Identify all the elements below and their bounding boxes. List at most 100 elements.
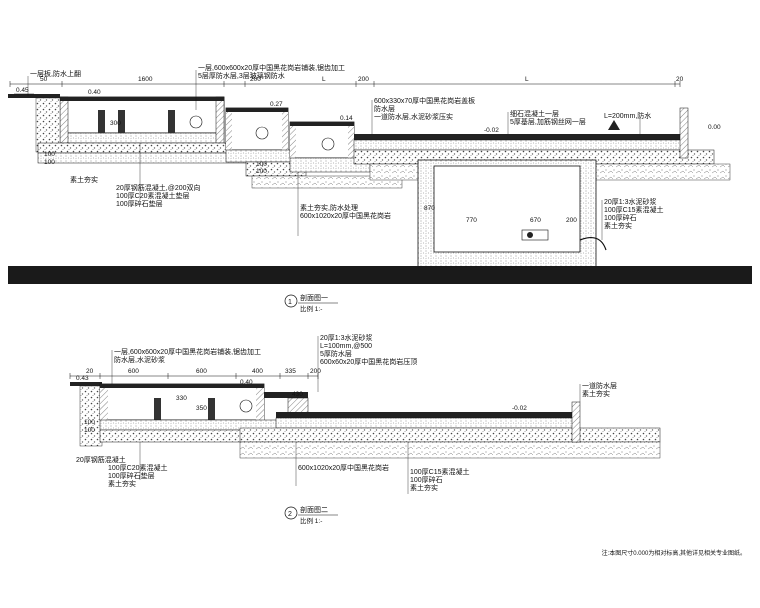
s1-title-block: 1 剖面图一 比例 1:-: [284, 293, 338, 313]
s2-dim-misc-1: 350: [196, 405, 207, 412]
s1-dim-4: 200: [358, 76, 369, 83]
s1-dim-misc-1: 100: [44, 159, 55, 166]
s1-label-bot-8: 100厚碎石: [604, 213, 637, 222]
s2-label-top-6: 一道防水层: [582, 381, 617, 390]
s1-dim-3: L: [322, 76, 326, 83]
s2-label-top-0: 一层,600x600x20厚中国黑花岗岩铺装,锯齿加工: [114, 347, 261, 356]
s1-label-top-3: 600x330x70厚中国黑花岗岩盖板: [374, 96, 475, 105]
s2-label-bot-1: 100厚C20素混凝土: [108, 463, 168, 472]
s1-label-top-4: 防水层: [374, 104, 395, 113]
s1-ground-band: [8, 266, 752, 284]
s1-leaders-bottom: 素土夯实 20厚钢筋混凝土,@200双向 100厚C20素混凝土垫层 100厚碎…: [70, 143, 664, 240]
s2-leaders-top: 一层,600x600x20厚中国黑花岗岩铺装,锯齿加工 防水层,水泥砂浆 20厚…: [111, 333, 617, 402]
s1-label-top-7: 5厚基层,加筋钢丝网一层: [510, 117, 586, 126]
s1-label-bot-4: 素土夯实,防水处理: [300, 203, 358, 212]
s1-gravel-layer-a: [37, 142, 249, 154]
s2-label-bot-6: 100厚碎石: [410, 475, 443, 484]
s1-left-box: [59, 96, 225, 144]
s2-label-bot-7: 素土夯实: [410, 483, 438, 492]
s2-elev-left: 0.43: [76, 375, 89, 382]
section-2: 20 600 600 400 335 200 0.43: [69, 333, 661, 525]
s1-scale: 比例 1:-: [300, 304, 322, 313]
s1-small-box: [289, 121, 355, 159]
s2-deck-concrete: [275, 417, 577, 429]
s1-label-bot-3: 100厚碎石垫层: [116, 199, 163, 208]
s1-label-top-2: 5层厚防水层,3层玻璃钢防水: [198, 71, 285, 80]
s2-left-ledge: [70, 382, 102, 386]
s2-dim-misc-3: 100: [84, 419, 95, 426]
s1-dim-0: 50: [40, 76, 48, 83]
s1-dim-misc-4: 100: [256, 168, 267, 175]
s1-dim-5: L: [525, 76, 529, 83]
s1-elev-marks: 0.45 0.40 0.27 0.14 -0.02 0.00: [14, 87, 721, 134]
s1-label-top-1: 一层,600x600x20厚中国黑花岗岩铺装,锯齿加工: [198, 63, 345, 72]
s2-dim-misc-4: 100: [84, 427, 95, 434]
s2-dim-3: 400: [252, 368, 263, 375]
s1-dim-misc-8: 200: [566, 217, 577, 224]
s1-concrete-layer-a: [37, 152, 249, 164]
s2-label-top-1: 防水层,水泥砂浆: [114, 355, 165, 364]
s1-mid-box: [225, 107, 289, 151]
s2-scale: 比例 1:-: [300, 516, 322, 525]
s1-label-bot-0: 素土夯实: [70, 175, 98, 184]
s1-fountain-icon: [608, 120, 620, 130]
s2-elev-deck: -0.02: [512, 405, 527, 412]
s2-coping: [264, 392, 308, 398]
s1-dim-6: 20: [676, 76, 684, 83]
s1-elev-mid3: 0.14: [340, 115, 353, 122]
s2-elev-mid: 0.40: [240, 379, 253, 386]
s1-deck-top: [354, 134, 684, 140]
s1-label-bot-6: 20厚1:3水泥砂浆: [604, 197, 657, 206]
s2-dim-misc-0: 330: [176, 395, 187, 402]
s1-label-top-0: 一层板,防水上翻: [30, 69, 81, 78]
s2-leaders-bottom: 20厚钢筋混凝土 100厚C20素混凝土 100厚碎石垫层 素土夯实 600x1…: [76, 442, 470, 494]
s1-label-bot-9: 素土夯实: [604, 221, 632, 230]
s1-dim-misc-5: 870: [424, 205, 435, 212]
s1-sump-pit: [417, 159, 607, 269]
s2-title-text: 剖面图二: [300, 505, 328, 514]
s1-elev-mid2: 0.27: [270, 101, 283, 108]
s2-label-bot-2: 100厚碎石垫层: [108, 471, 155, 480]
s2-label-bot-4: 600x1020x20厚中国黑花岗岩: [298, 463, 389, 472]
s2-label-bot-0: 20厚钢筋混凝土: [76, 455, 126, 464]
s2-title-block: 2 剖面图二 比例 1:-: [284, 505, 338, 525]
s1-leaders-top: 一层板,防水上翻 一层,600x600x20厚中国黑花岗岩铺装,锯齿加工 5层厚…: [27, 63, 651, 134]
s2-label-bot-5: 100厚C15素混凝土: [410, 467, 470, 476]
s2-label-top-5: 600x60x20厚中国黑花岗岩压顶: [320, 357, 417, 366]
s1-title-num: 1: [288, 299, 292, 306]
s1-dim-misc-6: 770: [466, 217, 477, 224]
s1-dim-misc-3: 100: [256, 161, 267, 168]
s1-title-text: 剖面图一: [300, 293, 328, 302]
s2-dim-misc-2: 430: [292, 391, 303, 398]
s2-box: [99, 383, 265, 421]
s2-dim-1: 600: [128, 368, 139, 375]
s2-dim-0: 20: [86, 368, 94, 375]
s2-deck-gravel: [239, 427, 661, 443]
s1-soil-layer-b: [251, 175, 403, 189]
s2-dim-2: 600: [196, 368, 207, 375]
s1-label-bot-2: 100厚C20素混凝土垫层: [116, 191, 190, 200]
s2-label-top-2: 20厚1:3水泥砂浆: [320, 333, 373, 342]
s1-left-ledge: [8, 94, 60, 98]
s2-deck-top: [276, 412, 576, 418]
footer-note: 注:本图尺寸0.000为相对标高,其他详见相关专业图纸。: [601, 551, 746, 557]
s2-label-top-7: 素土夯实: [582, 389, 610, 398]
s2-left-gravel: [79, 385, 103, 447]
section-1-dim-ticks: [9, 81, 681, 87]
section-2-dim-ticks: [69, 373, 319, 379]
s1-label-bot-7: 100厚C15素混凝土: [604, 205, 664, 214]
s1-label-bot-5: 600x1020x20厚中国黑花岗岩: [300, 211, 391, 220]
s1-dim-misc-2: 300: [110, 120, 121, 127]
s2-label-bot-3: 素土夯实: [108, 479, 136, 488]
s1-label-top-5: 一道防水层,水泥砂浆压实: [374, 112, 453, 121]
s1-dim-misc-7: 670: [530, 217, 541, 224]
s1-dim-2: 200: [250, 76, 261, 83]
s1-right-post: [679, 107, 689, 159]
s2-dim-5: 200: [310, 368, 321, 375]
s1-elev-left: 0.45: [16, 87, 29, 94]
s2-title-num: 2: [288, 511, 292, 518]
s2-label-top-4: 5厚防水层: [320, 349, 352, 358]
s1-label-top-6: 细石混凝土一层: [510, 109, 559, 118]
s1-dim-misc-0: 100: [44, 151, 55, 158]
